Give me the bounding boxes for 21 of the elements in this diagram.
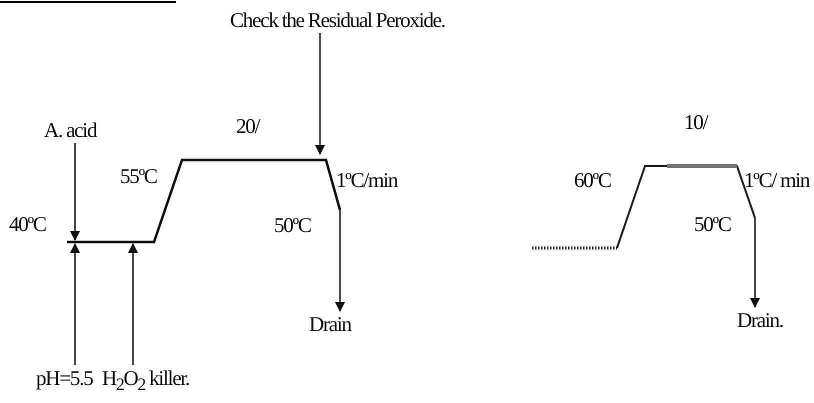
arrow [315,33,325,155]
node-label: H$_{2}$O$_{2}$ killer. [102,366,190,396]
profile-label: 10/ [684,110,708,134]
arrow [70,243,80,365]
node-label: Drain [309,312,351,336]
profile-label: 50ºC [694,212,731,236]
node-label: A. acid [44,118,96,142]
profile-label: 50ºC [274,213,311,237]
arrow [335,210,345,312]
profile-label: 40ºC [9,212,46,236]
arrow [128,243,138,365]
profile-label: 55ºC [120,164,157,188]
arrow [750,218,760,308]
arrow [70,143,80,241]
profile-label: 1ºC/min [336,168,398,192]
profile-label: 20/ [236,114,260,138]
profile-label: 1ºC/ min [744,168,810,192]
node-label: pH=5.5 [36,366,93,390]
profile-label: 60ºC [574,168,611,192]
node-label: Check the Residual Peroxide. [230,8,445,32]
node-label: Drain. [737,308,783,332]
